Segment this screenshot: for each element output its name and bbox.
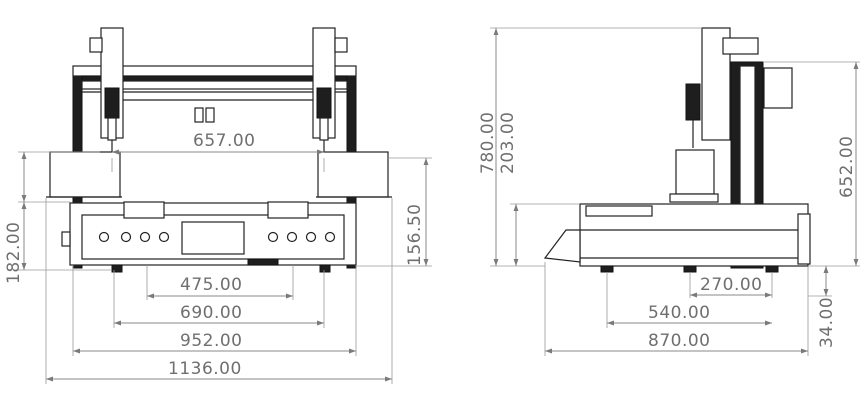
dim-34: 34.00 <box>817 297 837 348</box>
side-screwdriver <box>685 83 701 121</box>
dim-270: 270.00 <box>700 275 762 295</box>
side-motor-box <box>763 67 793 109</box>
dim-475: 475.00 <box>180 275 242 295</box>
dim-870: 870.00 <box>648 331 710 351</box>
side-z-axis <box>701 27 731 141</box>
front-panel-buttons <box>98 231 336 243</box>
side-front-panel <box>543 229 581 263</box>
left-jig <box>123 201 165 219</box>
dim-657: 657.00 <box>193 131 255 151</box>
side-foot-2 <box>683 265 697 273</box>
control-screen <box>181 221 245 255</box>
rail-block-left <box>194 107 204 123</box>
dim-182: 182.00 <box>4 222 24 284</box>
side-view: 780.00 203.00 652.00 34.00 270.00 540.00… <box>478 27 860 356</box>
right-work-table <box>317 151 389 198</box>
front-foot-right <box>319 264 331 273</box>
dim-652: 652.00 <box>837 136 857 198</box>
right-jig <box>267 201 309 219</box>
front-foot-left <box>111 264 123 273</box>
left-screwdriver-motor <box>104 87 120 119</box>
dim-690: 690.00 <box>180 303 242 323</box>
dim-1136: 1136.00 <box>168 359 242 379</box>
front-view: 657.00 475.00 690.00 952.00 1136.00 182.… <box>4 27 432 384</box>
side-foot-3 <box>765 265 779 273</box>
dim-156: 156.50 <box>405 204 425 266</box>
dim-780: 780.00 <box>478 112 498 174</box>
side-foot-1 <box>600 265 614 273</box>
rail-block-right <box>205 107 215 123</box>
dim-203: 203.00 <box>498 112 518 174</box>
side-fixture <box>675 149 715 195</box>
gantry-rail-low <box>81 80 348 90</box>
right-screwdriver-motor <box>316 87 332 119</box>
left-work-table <box>49 151 121 198</box>
dim-952: 952.00 <box>180 331 242 351</box>
dim-540: 540.00 <box>648 303 710 323</box>
